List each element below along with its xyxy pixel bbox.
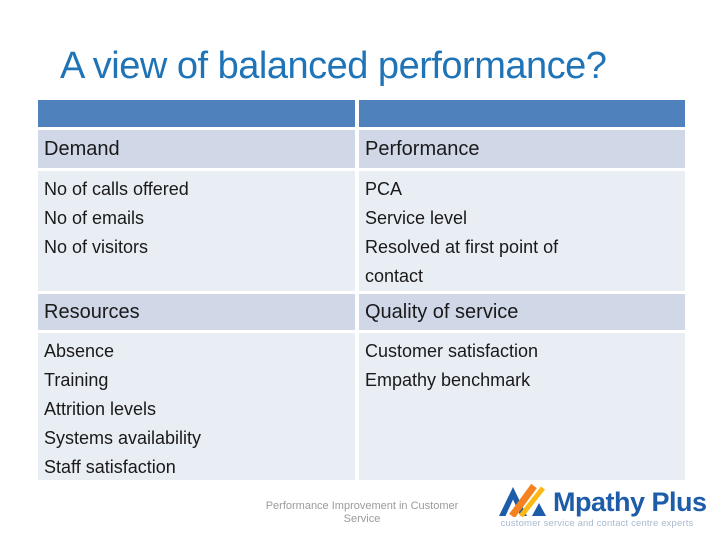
logo-name: Mpathy Plus [553, 487, 707, 517]
body-cell-performance-items: PCA Service level Resolved at first poin… [359, 171, 685, 291]
table-header-cell-left [38, 100, 355, 127]
list-item: Training [44, 370, 109, 390]
list-item: Attrition levels [44, 399, 157, 419]
list-item: Absence [44, 341, 115, 361]
list-item: PCA [365, 179, 403, 199]
list-item: Staff satisfaction [44, 457, 176, 477]
list-item: Resolved at first point of contact [365, 237, 559, 286]
subheader-cell-quality-of-service: Quality of service [359, 294, 685, 330]
body-cell-resources-items: Absence Training Attrition levels System… [38, 333, 355, 480]
list-item: Empathy benchmark [365, 370, 531, 390]
mpathy-plus-logo-icon [499, 483, 546, 517]
subheader-cell-demand: Demand [38, 130, 355, 168]
footer-line: Service [343, 513, 381, 525]
body-cell-quality-items: Customer satisfaction Empathy benchmark [359, 333, 685, 480]
list-item: Service level [365, 208, 468, 228]
page-title: A view of balanced performance? [60, 45, 607, 87]
subheader-cell-resources: Resources [38, 294, 355, 330]
table-header-cell-right [359, 100, 685, 127]
list-item: No of calls offered [44, 179, 189, 199]
list-item: Customer satisfaction [365, 341, 539, 361]
subheader-cell-performance: Performance [359, 130, 685, 168]
mpathy-plus-logo: Mpathy Plus customer service and contact… [496, 483, 707, 529]
performance-table: Demand Performance No of calls offered N… [38, 100, 685, 480]
footer-text: Performance Improvement in Customer Serv… [252, 500, 472, 526]
list-item: Systems availability [44, 428, 202, 448]
body-cell-demand-items: No of calls offered No of emails No of v… [38, 171, 355, 291]
footer-line: Performance Improvement in Customer [265, 500, 459, 512]
list-item: No of visitors [44, 237, 149, 257]
list-item: No of emails [44, 208, 145, 228]
logo-tagline: customer service and contact centre expe… [500, 518, 694, 529]
